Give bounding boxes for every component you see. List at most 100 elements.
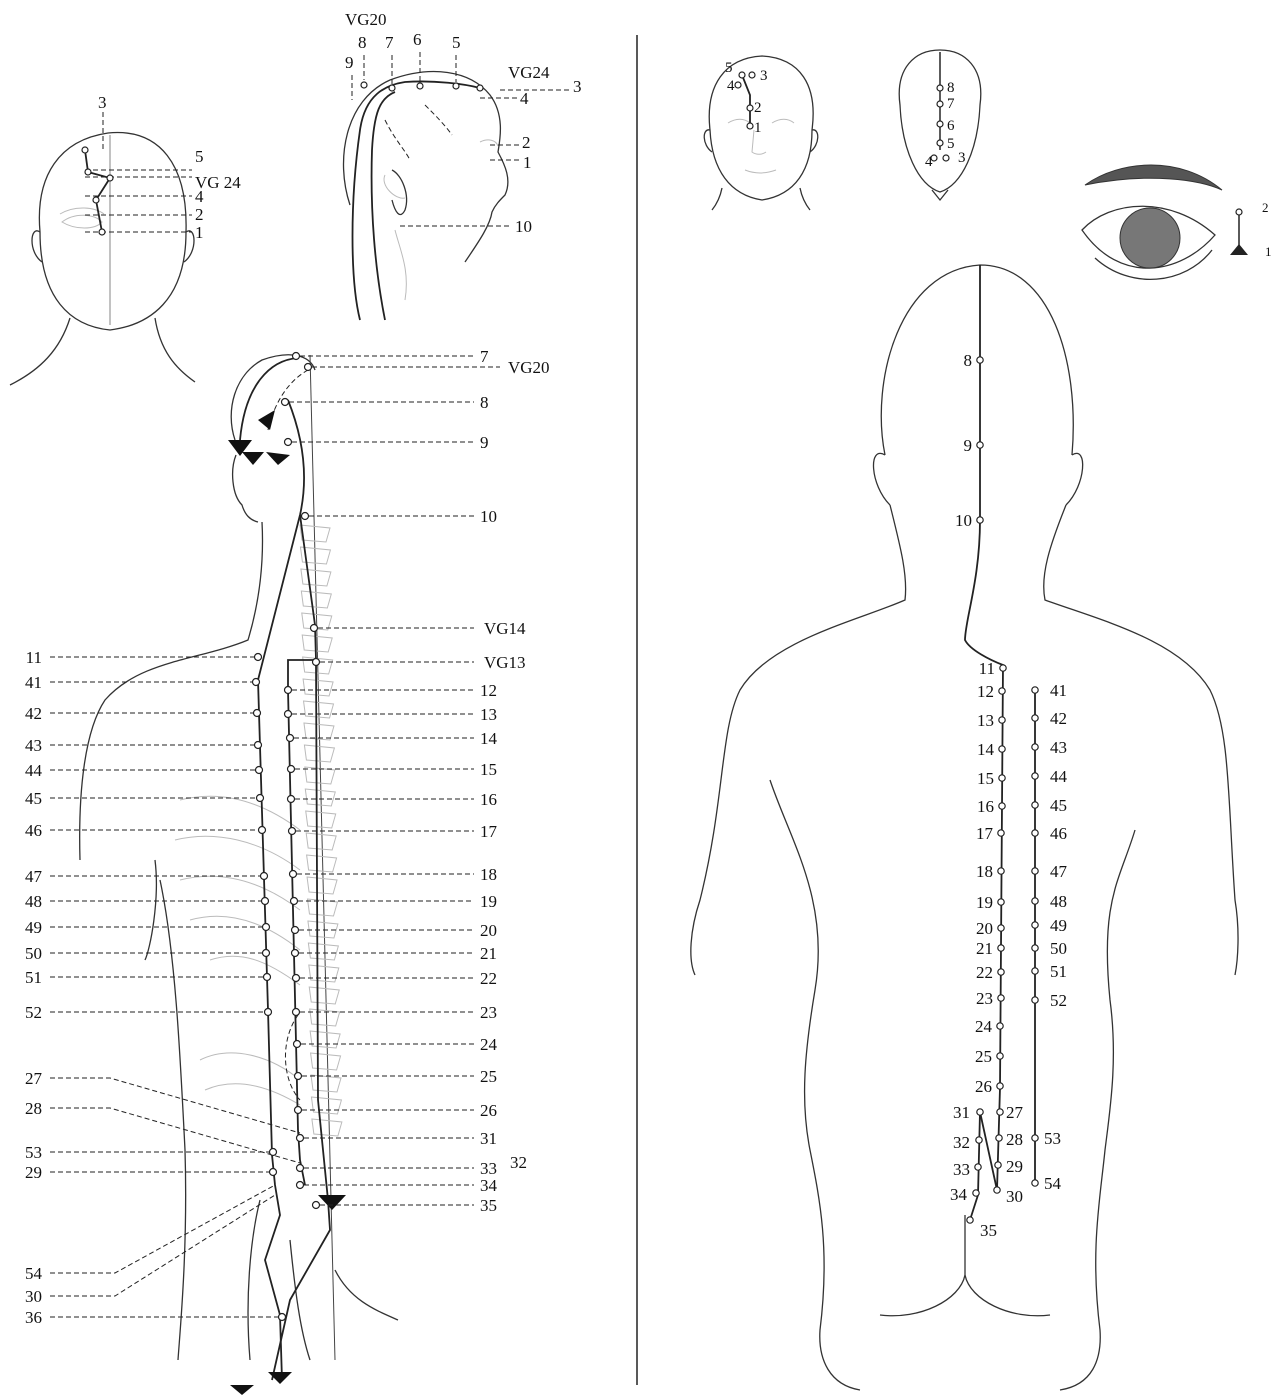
- left-acupoints: [82, 82, 483, 1321]
- face-front-point-2: [735, 82, 741, 88]
- back-outer-label-1: 42: [1050, 709, 1067, 728]
- side-head-label-7: 3: [573, 77, 582, 96]
- eye-label-0: 2: [1262, 200, 1269, 215]
- back-spine-point-11: [998, 899, 1004, 905]
- left-right-label-3: 9: [480, 433, 489, 452]
- face-front-label-1: 3: [760, 68, 768, 84]
- head-top-label-4: 4: [925, 154, 933, 170]
- left-right-point-22: [297, 1135, 304, 1142]
- back-spine-label-8: 16: [977, 797, 994, 816]
- left-right-label-extra: 32: [510, 1153, 527, 1172]
- left-right-label-21: 26: [480, 1101, 497, 1120]
- left-right-point-20: [295, 1073, 302, 1080]
- head-top-point-5: [943, 155, 949, 161]
- left-right-label-20: 25: [480, 1067, 497, 1086]
- left-left-leader-13: [50, 1078, 300, 1133]
- back-spine-point-14: [998, 969, 1004, 975]
- back-spine-point-0: [977, 357, 983, 363]
- head-top-label-2: 6: [947, 118, 955, 134]
- left-right-label-10: 15: [480, 760, 497, 779]
- right-point-labels: 5342187654321891011121314151617181920212…: [725, 60, 1272, 1240]
- front-head-point-0: [82, 147, 88, 153]
- left-left-label-15: 53: [25, 1143, 42, 1162]
- back-spine-point-16: [997, 1023, 1003, 1029]
- left-right-point-16: [292, 950, 299, 957]
- eye-figure: [1082, 165, 1248, 279]
- left-right-label-0: 7: [480, 347, 489, 366]
- back-lower-point-7: [973, 1190, 979, 1196]
- left-left-label-17: 54: [25, 1264, 43, 1283]
- back-lower-point-1: [996, 1135, 1002, 1141]
- side-head-label-1: 8: [358, 33, 367, 52]
- left-left-label-18: 30: [25, 1287, 42, 1306]
- face-front-label-4: 1: [754, 120, 762, 136]
- back-spine-point-7: [999, 775, 1005, 781]
- back-outer-point-9: [1032, 945, 1038, 951]
- back-lower-label-1: 28: [1006, 1130, 1023, 1149]
- front-head-label-1: 5: [195, 147, 204, 166]
- left-right-point-4: [302, 513, 309, 520]
- side-head-label-11: 10: [515, 217, 532, 236]
- back-body-figure: [691, 265, 1238, 1390]
- vertebra-shape: [309, 965, 339, 982]
- vertebra-shape: [306, 833, 336, 850]
- back-outer-label-5: 46: [1050, 824, 1067, 843]
- left-right-point-7: [285, 687, 292, 694]
- face-front-label-0: 5: [725, 60, 733, 76]
- back-lower-point-3: [994, 1187, 1000, 1193]
- left-left-label-1: 41: [25, 673, 42, 692]
- left-right-label-2: 8: [480, 393, 489, 412]
- left-right-label-1: VG20: [508, 358, 550, 377]
- left-right-point-1: [305, 364, 312, 371]
- face-front-point-4: [747, 123, 753, 129]
- left-left-label-4: 44: [25, 761, 43, 780]
- left-left-point-10: [263, 950, 270, 957]
- vertebra-shape: [309, 987, 339, 1004]
- back-spine-label-6: 14: [977, 740, 995, 759]
- front-head-label-3: 4: [195, 187, 204, 206]
- front-head-point-2: [107, 175, 113, 181]
- front-head-point-1: [85, 169, 91, 175]
- left-right-label-24: 34: [480, 1176, 498, 1195]
- left-left-label-7: 47: [25, 867, 43, 886]
- back-spine-label-11: 19: [976, 893, 993, 912]
- left-right-point-0: [293, 353, 300, 360]
- back-lower-label-7: 34: [950, 1185, 968, 1204]
- back-outer-label-8: 49: [1050, 916, 1067, 935]
- left-right-point-18: [293, 1009, 300, 1016]
- back-outer-label-7: 48: [1050, 892, 1067, 911]
- side-head-label-8: 4: [520, 89, 529, 108]
- face-front-point-0: [739, 72, 745, 78]
- back-spine-point-18: [997, 1083, 1003, 1089]
- back-spine-point-8: [999, 803, 1005, 809]
- left-left-point-8: [262, 898, 269, 905]
- left-left-point-0: [255, 654, 262, 661]
- back-spine-label-5: 13: [977, 711, 994, 730]
- left-right-label-4: 10: [480, 507, 497, 526]
- back-outer-label-12: 53: [1044, 1129, 1061, 1148]
- vertebra-shape: [311, 1053, 341, 1070]
- left-left-label-11: 51: [25, 968, 42, 987]
- back-spine-label-3: 11: [979, 659, 995, 678]
- left-left-point-11: [264, 974, 271, 981]
- back-spine-point-15: [998, 995, 1004, 1001]
- head-top-point-1: [937, 101, 943, 107]
- back-lower-point-0: [997, 1109, 1003, 1115]
- back-spine-point-5: [999, 717, 1005, 723]
- left-right-point-8: [285, 711, 292, 718]
- vertebra-shape: [312, 1119, 342, 1136]
- left-left-leader-17: [50, 1185, 275, 1273]
- back-spine-point-17: [997, 1053, 1003, 1059]
- front-head-point-4: [99, 229, 105, 235]
- left-right-label-9: 14: [480, 729, 498, 748]
- front-head-point-3: [93, 197, 99, 203]
- back-outer-point-6: [1032, 868, 1038, 874]
- back-spine-point-9: [998, 830, 1004, 836]
- side-head-label-5: 9: [345, 53, 354, 72]
- left-left-point-7: [261, 873, 268, 880]
- left-right-point-3: [285, 439, 292, 446]
- back-spine-label-4: 12: [977, 682, 994, 701]
- back-spine-label-17: 25: [975, 1047, 992, 1066]
- left-right-label-12: 17: [480, 822, 498, 841]
